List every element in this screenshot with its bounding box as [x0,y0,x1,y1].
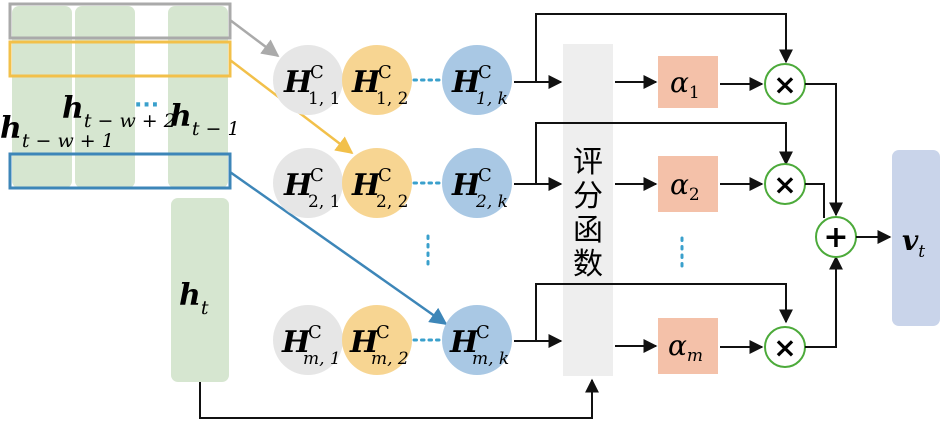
frame-blue [8,152,232,190]
sum-symbol: + [823,220,848,255]
label-h-t-1: ht − 1 [170,99,240,140]
cell-1-1-sub: 1, 1 [308,89,340,109]
score-char-2: 分 [573,179,603,214]
alpha-box-1 [658,56,718,108]
multiply-symbol-m: × [773,331,796,364]
cell-1-2 [342,45,412,115]
cell-m-k-sub: m, k [472,349,509,369]
cell-1-1-sup: C [310,62,324,83]
frame-yellow [8,40,232,78]
label-h-t-w-2: ht − w + 2 [62,91,176,132]
cell-1-k-sup: C [478,62,492,83]
mult2-to-sum [805,183,825,218]
cell-2-1-sup: C [310,165,324,186]
current-column [171,198,229,382]
score-char-3: 函 [573,213,603,248]
cell-2-k-label: H [451,168,482,203]
multiply-symbol-2: × [773,168,796,201]
cell-m-2-sup: C [376,322,390,343]
score-char-4: 数 [573,247,603,282]
cell-2-2 [342,148,412,218]
cell-m-1-label: H [281,325,312,360]
output-label: vt [902,224,925,262]
cell-2-k-sub: 2, k [475,192,508,212]
cell-m-k-label: H [449,325,480,360]
cell-2-2-sub: 2, 2 [376,192,408,212]
cell-2-k-sup: C [478,165,492,186]
cell-m-2-sub: m, 2 [371,349,409,369]
cell-1-k-sub: 1, k [476,89,508,109]
cell-1-1 [273,45,343,115]
cell-m-1 [273,305,343,375]
alpha-2-label: α2 [670,168,700,205]
history-column-1 [12,6,72,188]
alpha-m-label: αm [668,329,703,366]
cell-m-k-sup: C [476,322,490,343]
cell-2-1 [273,148,343,218]
cell-1-k [442,45,512,115]
cell-2-k [442,148,512,218]
cell-m-k [442,305,512,375]
bypass-rowm [535,283,793,341]
cell-2-1-sub: 2, 1 [308,192,340,212]
alpha-box-m [658,318,718,374]
score-function-box [563,44,613,376]
mult1-to-sum [805,83,843,217]
arrow-gray [229,19,280,58]
arrow-blue [229,170,448,326]
arrow-ht-to-score [199,378,599,419]
history-column-3 [168,6,228,188]
multm-to-sum [805,255,843,348]
output-box [892,150,940,326]
cell-1-k-label: H [451,65,482,100]
cell-m-2-label: H [349,325,380,360]
label-h-t: ht [179,278,209,319]
cell-m-1-sub: m, 1 [303,349,341,369]
cell-1-2-sub: 1, 2 [376,89,408,109]
cell-2-2-label: H [351,168,382,203]
cell-1-2-sup: C [378,62,392,83]
cell-1-2-label: H [351,65,382,100]
cell-m-1-sup: C [308,322,322,343]
cell-1-1-label: H [283,65,314,100]
alpha-box-2 [658,156,718,212]
cell-2-2-sup: C [378,165,392,186]
history-dots: ··· [134,93,159,118]
history-column-2 [75,6,135,188]
label-h-t-w-1: ht − w + 1 [0,111,114,152]
cell-m-2 [342,305,412,375]
multiply-symbol-1: × [773,68,796,101]
bypass-row1 [535,13,793,82]
score-char-1: 评 [573,145,603,180]
cell-2-1-label: H [283,168,314,203]
alpha-1-label: α1 [670,66,700,103]
bypass-row2 [535,122,793,184]
